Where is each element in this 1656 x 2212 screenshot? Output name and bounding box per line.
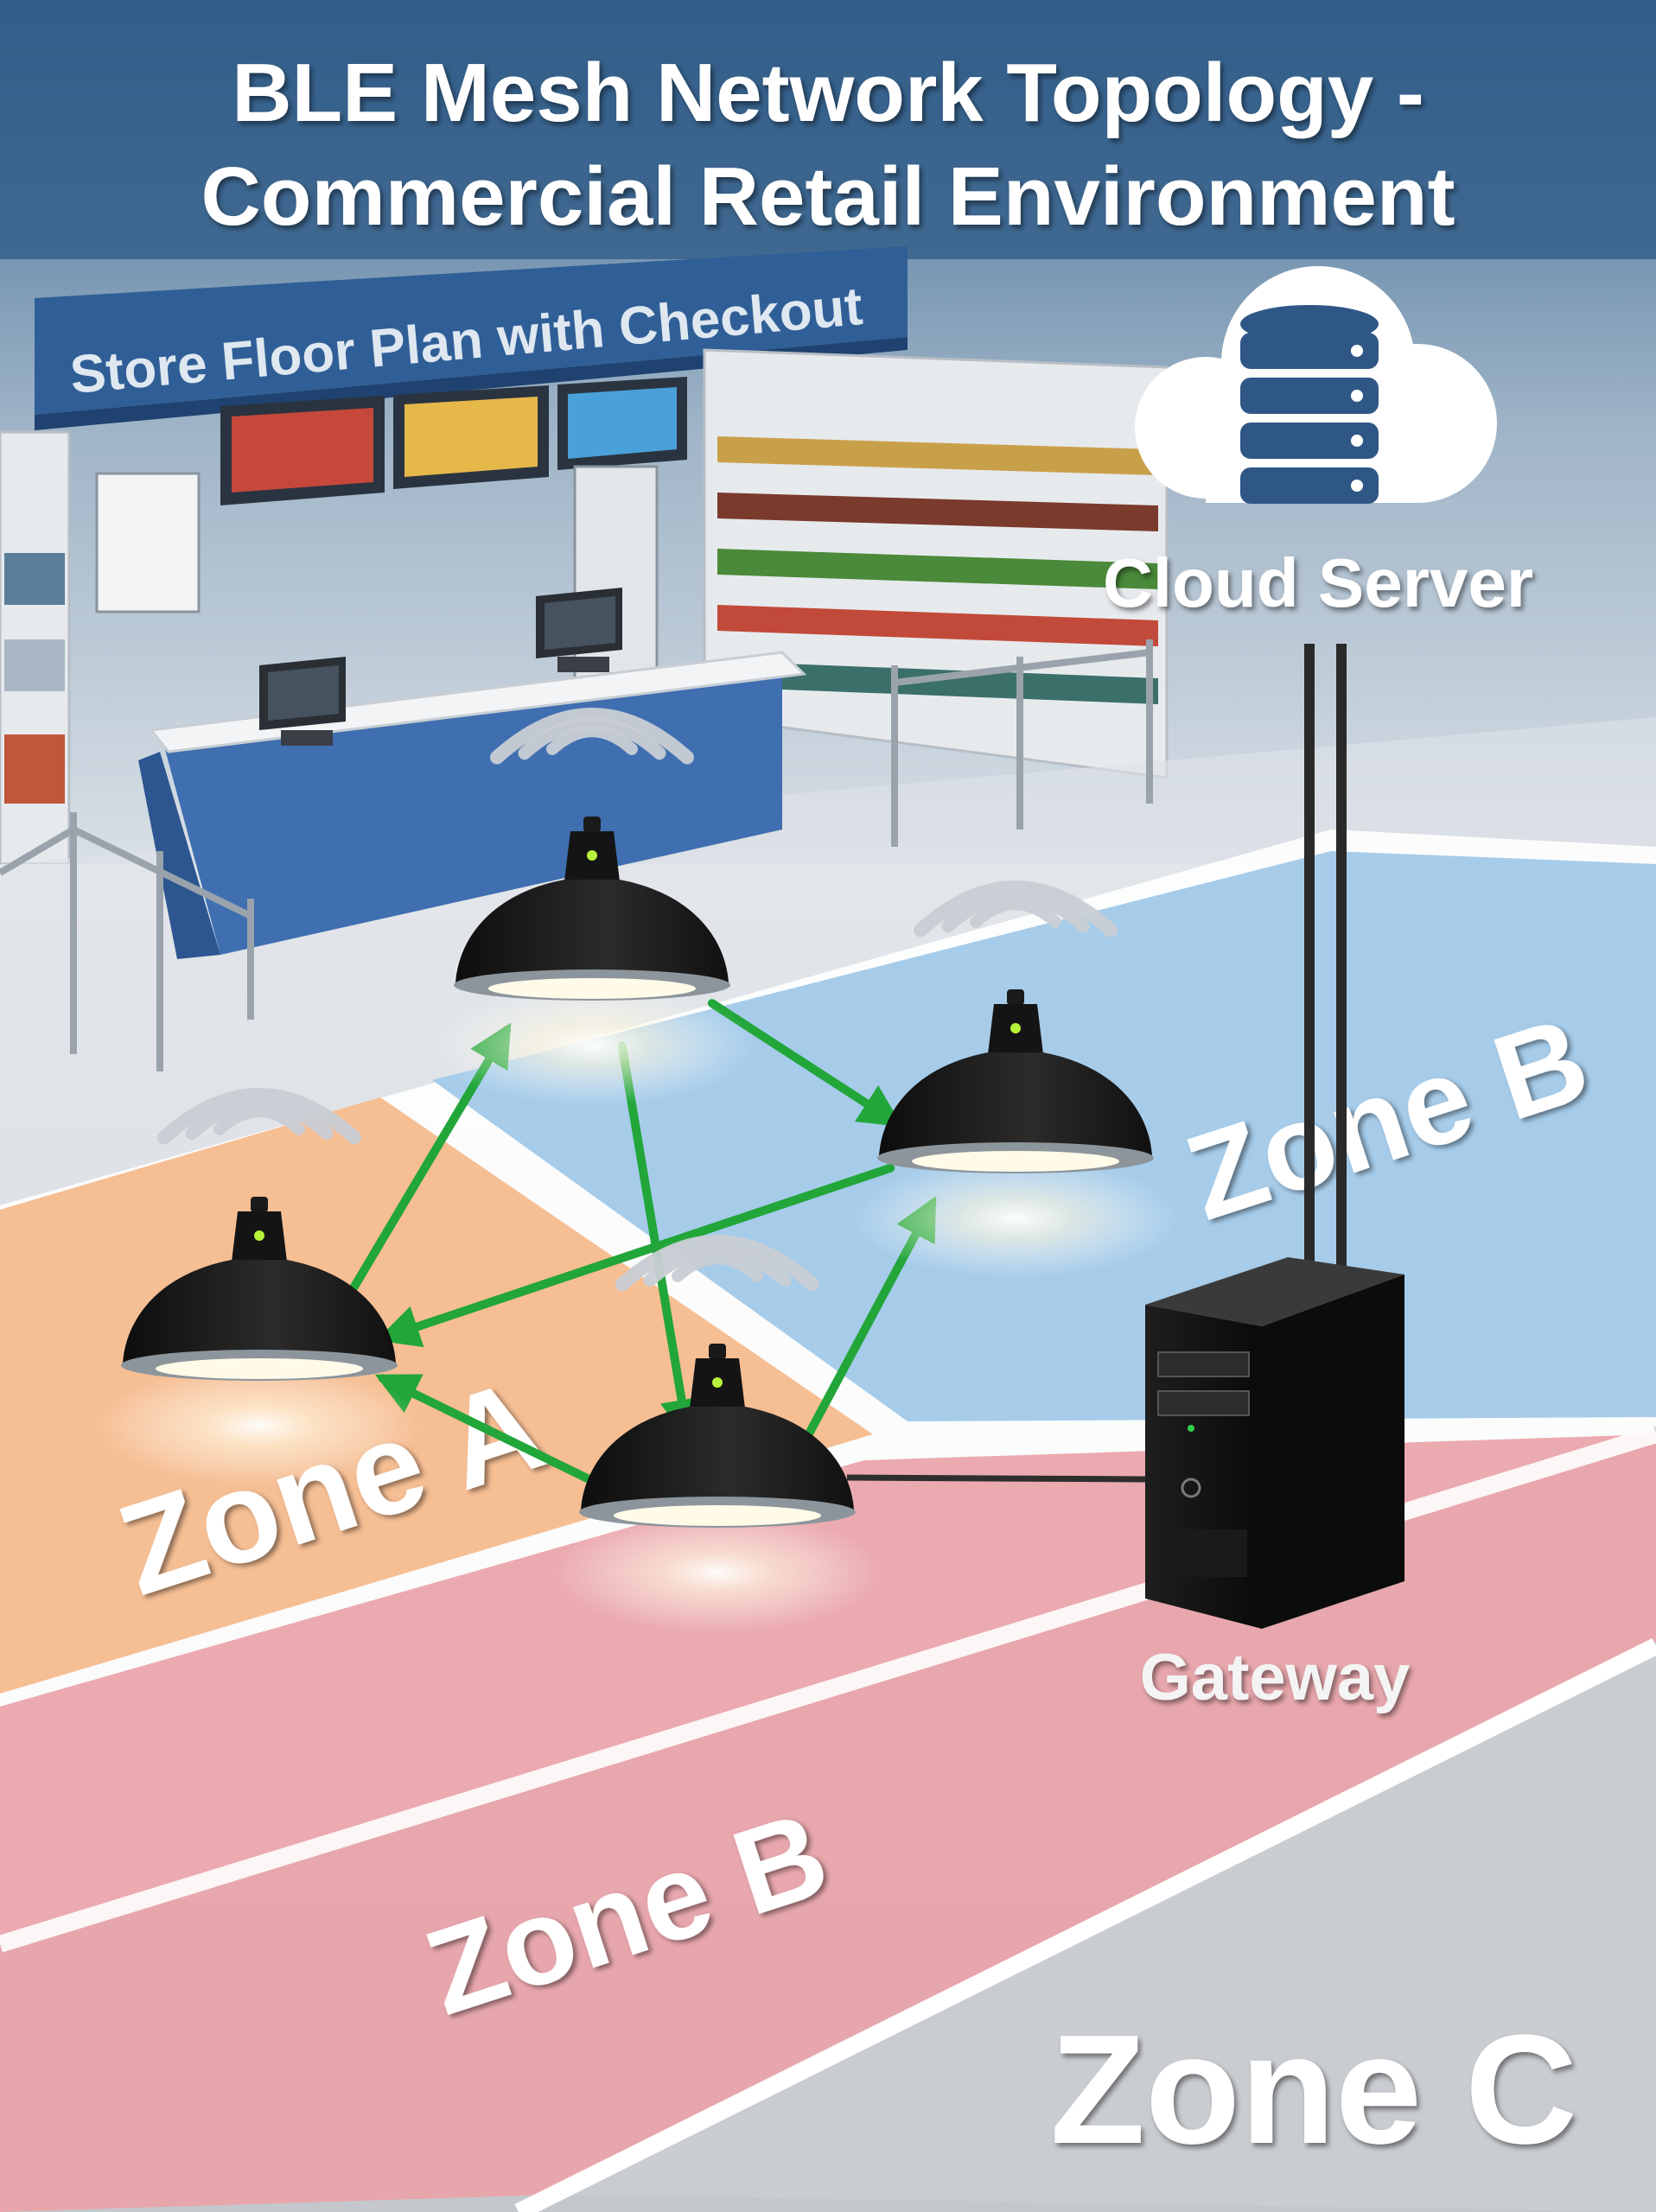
gateway-node[interactable]: Gateway [846, 644, 1411, 1714]
queue-stanchions [0, 639, 1153, 1071]
zone-a-area [0, 1097, 873, 1694]
mesh-node-n2[interactable] [428, 708, 756, 1106]
mesh-node-n4[interactable] [553, 1235, 882, 1633]
wifi-signal-icon [615, 1235, 819, 1292]
wifi-signal-icon [157, 1088, 361, 1145]
light-glow [428, 985, 756, 1106]
menu-boards [220, 377, 687, 505]
mesh-link-n4-n1 [374, 1374, 599, 1486]
cloud-database-icon [1135, 266, 1497, 504]
pendant-light-icon [454, 817, 730, 1001]
cloud-server-node[interactable]: Cloud Server [1103, 266, 1533, 621]
server-tower-icon [1145, 1257, 1404, 1629]
mesh-node-n1[interactable] [95, 1088, 424, 1486]
gateway-label: Gateway [1140, 1641, 1411, 1714]
wifi-signal-icon [914, 880, 1118, 938]
light-glow [553, 1512, 882, 1633]
mesh-link-n3-n1 [376, 1163, 895, 1348]
zone-b-lower-area [0, 1434, 1656, 2212]
title-line-2: Commercial Retail Environment [201, 150, 1455, 243]
product-shelves [0, 348, 1169, 866]
pendant-light-icon [877, 989, 1154, 1173]
title-line-1: BLE Mesh Network Topology - [232, 47, 1424, 139]
wifi-signal-icon [490, 708, 694, 765]
cloud-server-label: Cloud Server [1103, 544, 1533, 621]
mesh-nodes [95, 708, 1180, 1633]
zone-c-label: Zone C [1050, 2003, 1577, 2177]
gateway-link [846, 1474, 1146, 1483]
light-glow [95, 1365, 424, 1486]
notice-board [95, 472, 201, 613]
pendant-light-icon [121, 1197, 398, 1381]
mesh-node-n3[interactable] [851, 880, 1180, 1279]
light-glow [851, 1158, 1180, 1279]
pendant-light-icon [579, 1344, 856, 1528]
mesh-link-n2-n4 [617, 1041, 704, 1443]
title-band [0, 0, 1656, 259]
